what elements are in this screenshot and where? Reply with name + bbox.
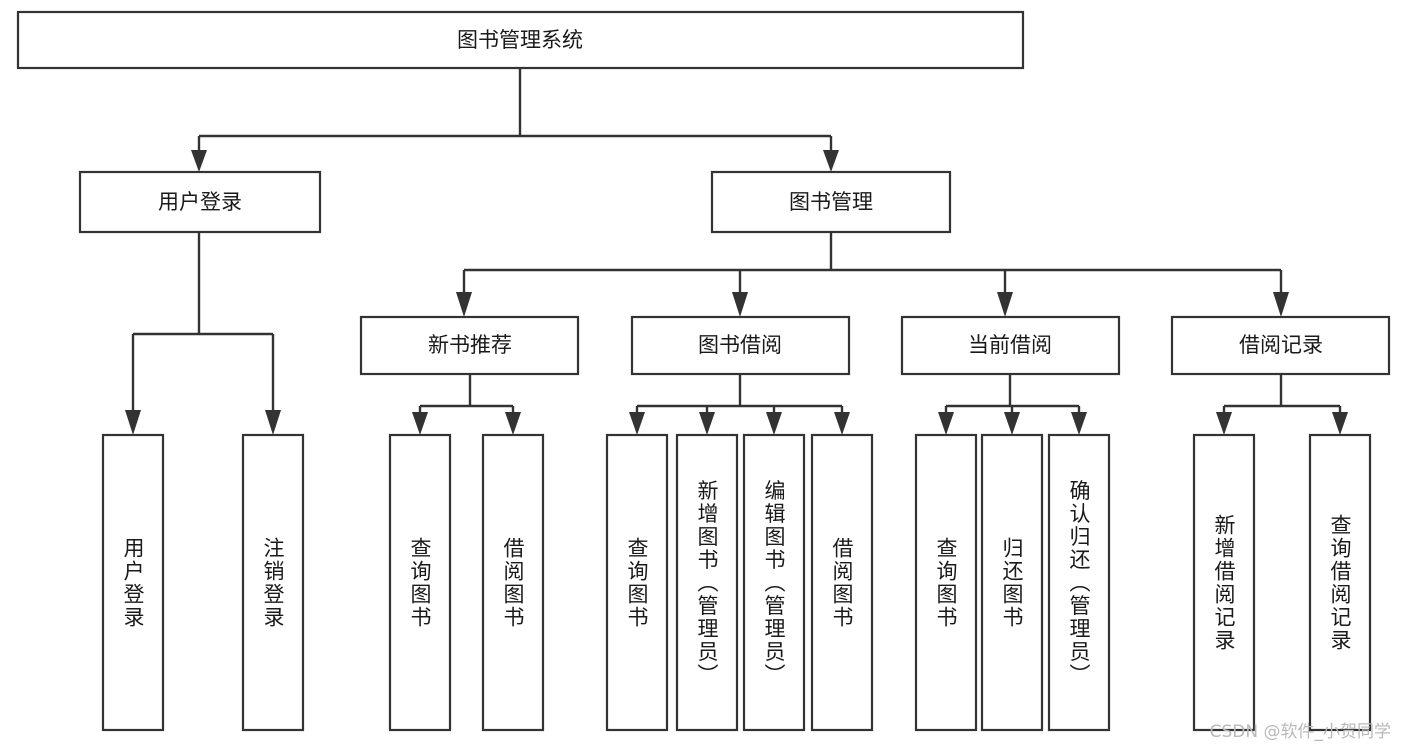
leaf-edit-book[interactable]: 编辑图书（管理员） [742, 433, 806, 732]
leaf-query-book-1-label: 查询图书 [408, 537, 432, 629]
node-book-manage-label: 图书管理 [789, 190, 873, 214]
leaf-query-book-2-box[interactable] [605, 433, 669, 732]
leaf-query-book-2[interactable]: 查询图书 [605, 433, 669, 732]
arrow-to-l-user-login [125, 410, 141, 435]
node-borrow-record-box[interactable] [1170, 315, 1391, 376]
leaf-borrow-book-2-box[interactable] [810, 433, 874, 732]
node-user-login[interactable]: 用户登录 [78, 170, 322, 234]
node-borrow[interactable]: 图书借阅 [630, 315, 851, 376]
node-root-box[interactable] [16, 10, 1025, 70]
arrow-to-new-book [456, 292, 472, 317]
arrow-to-l-add-record [1216, 412, 1232, 435]
arrow-to-l-borrow-book-2 [834, 412, 850, 435]
node-borrow-box[interactable] [630, 315, 851, 376]
leaf-logout[interactable]: 注销登录 [241, 433, 305, 732]
leaf-logout-label: 注销登录 [261, 537, 285, 629]
node-root[interactable]: 图书管理系统 [16, 10, 1025, 70]
leaf-add-book-label: 新增图书（管理员） [695, 480, 719, 687]
leaf-query-book-3[interactable]: 查询图书 [914, 433, 978, 732]
leaf-add-record-box[interactable] [1192, 433, 1256, 732]
node-new-book[interactable]: 新书推荐 [359, 315, 580, 376]
arrow-to-borrow [732, 292, 748, 317]
arrow-to-l-query-book-2 [629, 412, 645, 435]
leaf-borrow-book-2[interactable]: 借阅图书 [810, 433, 874, 732]
node-book-manage[interactable]: 图书管理 [710, 170, 952, 234]
arrow-to-l-query-book-3 [938, 412, 954, 435]
leaf-confirm-return-label: 确认归还（管理员） [1067, 480, 1091, 687]
leaf-query-record[interactable]: 查询借阅记录 [1308, 433, 1372, 732]
node-current-borrow-box[interactable] [900, 315, 1121, 376]
connector-layer [125, 68, 1348, 435]
arrow-to-l-return-book [1004, 412, 1020, 435]
arrow-to-user-login [191, 150, 207, 172]
watermark-text: CSDN @软件_小贺同学 [1209, 722, 1391, 742]
leaf-query-book-2-label: 查询图书 [625, 537, 649, 629]
arrow-to-l-confirm-return [1071, 412, 1087, 435]
leaf-edit-book-label: 编辑图书（管理员） [762, 480, 786, 687]
leaf-add-book[interactable]: 新增图书（管理员） [675, 433, 739, 732]
arrow-to-book-manage [823, 150, 839, 172]
arrow-to-l-edit-book [766, 412, 782, 435]
node-book-manage-box[interactable] [710, 170, 952, 234]
node-borrow-record[interactable]: 借阅记录 [1170, 315, 1391, 376]
leaf-borrow-book-1[interactable]: 借阅图书 [481, 433, 545, 732]
leaf-query-book-1-box[interactable] [388, 433, 452, 732]
node-user-login-label: 用户登录 [158, 190, 242, 214]
leaf-return-book-box[interactable] [980, 433, 1044, 732]
leaf-borrow-book-1-label: 借阅图书 [501, 537, 525, 629]
node-new-book-box[interactable] [359, 315, 580, 376]
arrow-to-current [997, 292, 1013, 317]
arrow-to-l-borrow-book-1 [505, 412, 521, 435]
node-root-label: 图书管理系统 [457, 28, 583, 52]
arrow-to-record [1273, 292, 1289, 317]
arrow-to-l-add-book [699, 412, 715, 435]
arrow-to-l-query-record [1332, 412, 1348, 435]
leaf-query-record-box[interactable] [1308, 433, 1372, 732]
leaf-return-book[interactable]: 归还图书 [980, 433, 1044, 732]
leaf-user-login-label: 用户登录 [121, 537, 145, 629]
leaf-query-book-3-box[interactable] [914, 433, 978, 732]
leaf-user-login[interactable]: 用户登录 [101, 433, 165, 732]
leaf-edit-book-box[interactable] [742, 433, 806, 732]
node-user-login-box[interactable] [78, 170, 322, 234]
node-borrow-record-label: 借阅记录 [1239, 333, 1323, 357]
arrow-to-l-query-book-1 [412, 412, 428, 435]
leaf-confirm-return[interactable]: 确认归还（管理员） [1047, 433, 1111, 732]
arrow-to-l-logout [265, 410, 281, 435]
leaf-confirm-return-box[interactable] [1047, 433, 1111, 732]
leaf-add-book-box[interactable] [675, 433, 739, 732]
leaf-return-book-label: 归还图书 [1000, 537, 1024, 629]
node-new-book-label: 新书推荐 [428, 333, 512, 357]
leaf-query-record-label: 查询借阅记录 [1328, 514, 1352, 652]
leaf-borrow-book-1-box[interactable] [481, 433, 545, 732]
node-current-borrow[interactable]: 当前借阅 [900, 315, 1121, 376]
leaf-add-record[interactable]: 新增借阅记录 [1192, 433, 1256, 732]
leaf-logout-box[interactable] [241, 433, 305, 732]
node-borrow-label: 图书借阅 [698, 333, 782, 357]
leaf-query-book-1[interactable]: 查询图书 [388, 433, 452, 732]
leaf-borrow-book-2-label: 借阅图书 [830, 537, 854, 629]
node-current-borrow-label: 当前借阅 [968, 333, 1052, 357]
leaf-add-record-label: 新增借阅记录 [1212, 514, 1236, 652]
leaf-query-book-3-label: 查询图书 [934, 537, 958, 629]
leaf-user-login-box[interactable] [101, 433, 165, 732]
